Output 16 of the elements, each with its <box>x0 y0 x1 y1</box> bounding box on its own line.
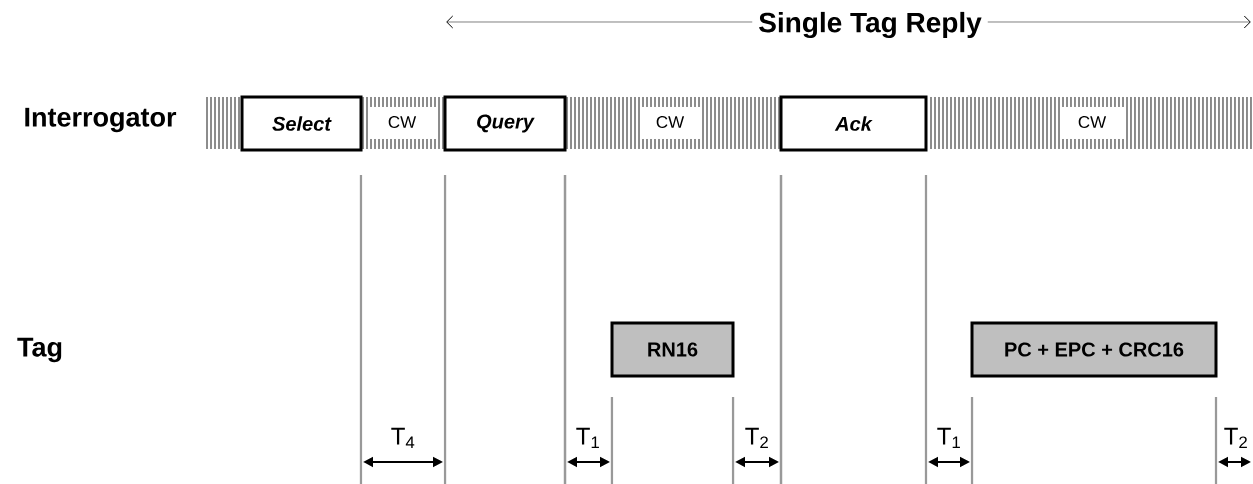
row-label: Interrogator <box>25 107 177 133</box>
timing-label: T$_{4}$ <box>389 426 417 450</box>
title: Single Tag Reply <box>752 5 988 45</box>
reply-box: PC + EPC + CRC16 <box>970 321 1218 378</box>
cw-label: CW <box>385 114 419 130</box>
timing-label: T$_{2}$ <box>1222 426 1250 450</box>
message-box: Query <box>443 95 567 152</box>
timing-label: T$_{1}$ <box>935 426 963 450</box>
message-box: Select <box>240 95 363 152</box>
message-box: Ack <box>779 95 928 152</box>
reply-box: RN16 <box>610 321 735 378</box>
timing-label: T$_{1}$ <box>574 426 602 450</box>
cw-label: CW <box>653 114 687 130</box>
row-label: Tag <box>17 337 62 363</box>
timing-label: T$_{2}$ <box>743 426 771 450</box>
cw-label: CW <box>1075 114 1109 130</box>
